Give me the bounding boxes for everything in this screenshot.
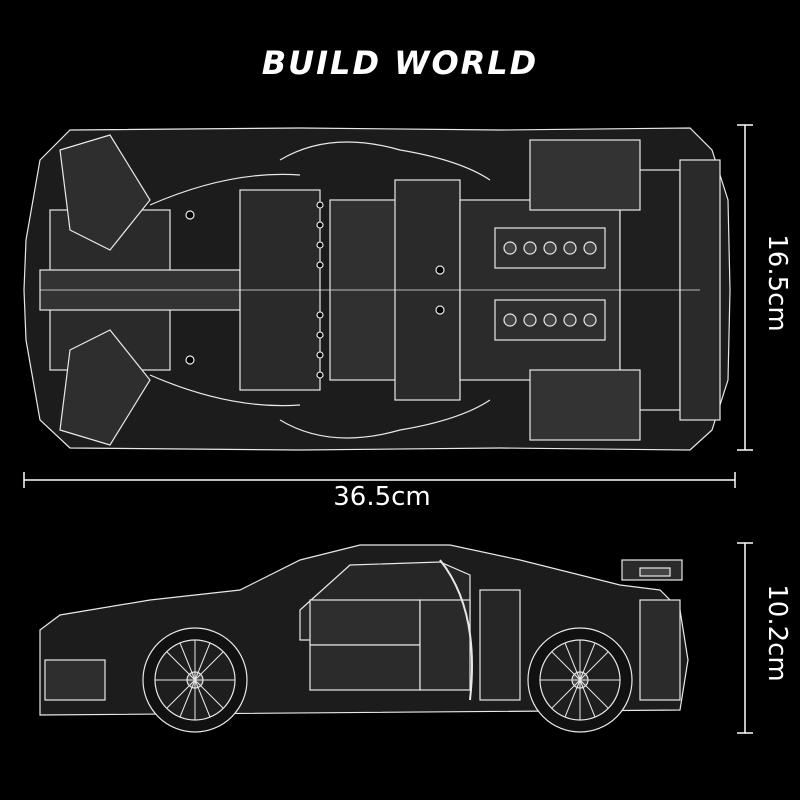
rear-wheel	[527, 627, 633, 733]
length-dimension-line	[23, 472, 736, 488]
car-top-view	[23, 127, 731, 451]
brand-title: BUILD WORLD	[261, 44, 539, 82]
depth-label: 16.5cm	[762, 234, 792, 332]
depth-dimension-line	[737, 124, 753, 451]
height-label: 10.2cm	[762, 584, 792, 682]
height-dimension-line	[737, 542, 753, 734]
length-label: 36.5cm	[333, 482, 431, 512]
front-wheel	[142, 627, 248, 733]
